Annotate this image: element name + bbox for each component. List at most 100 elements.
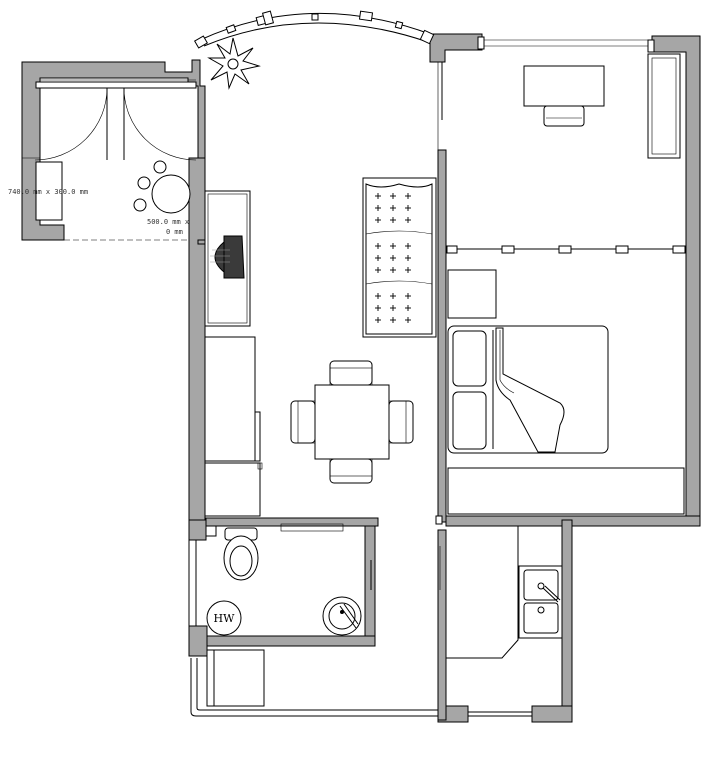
window-sill [35,81,197,89]
chair-seat [329,458,373,477]
pipe-outer [190,658,438,717]
shower-tap [339,605,357,629]
kitchen-counter [446,526,519,659]
stool [137,176,151,190]
divider-post [558,245,572,254]
sofa-cushion-divider [365,280,433,285]
bathroom-window [280,523,344,532]
chair-seat [297,400,316,444]
living-room [204,62,443,525]
blanket-fold [499,330,515,394]
tv-back [214,240,225,274]
utility-west-wall [188,625,208,657]
pillow [452,391,487,450]
pipe-box [205,525,217,537]
dining-set [290,360,414,484]
shower-drain-icon [322,596,362,636]
sofa-tufting [375,193,411,323]
wardrobe [647,53,681,159]
tv-icon [210,235,245,279]
bay-window-inner [203,22,429,47]
shoe-cabinet [204,462,261,517]
pipe-lines [188,540,532,717]
window-mullion [225,24,237,34]
plant-icon [207,37,261,90]
water-heater-tank [206,600,242,636]
sink [518,565,563,639]
sofa [362,177,437,338]
sink-bowl-2 [523,602,559,634]
drain [537,582,545,590]
kitchen-south-wall-right [531,705,573,723]
faucet [544,585,561,601]
kitchen [439,526,563,659]
water-heater-label: HW [214,612,236,625]
window-mullion [358,10,374,22]
storage-cabinet [204,336,256,462]
drain [340,610,344,614]
pillow [452,330,487,387]
chair-seat [329,367,373,386]
balcony: 740.0 mm x 300.0 mm 500.0 mm x 0 mm [8,87,205,241]
long-cabinet [447,467,685,515]
balcony-window [35,79,197,89]
pipe-inner [196,658,438,711]
washing-machine [206,649,265,707]
desk-chair [543,105,585,127]
door-swing-left [34,87,108,161]
bedroom-south-wall [445,515,701,527]
stool [133,198,147,212]
kitchen-east-wall [561,519,573,723]
cabinet-handle [254,411,261,462]
drain [537,606,545,614]
nightstand [447,269,497,319]
window-mullion [311,13,319,21]
dining-chair-south [329,458,373,484]
center-partition-wall [437,149,447,523]
balcony-dimension-label: 740.0 mm x 300.0 mm [8,188,88,196]
door-swing-right [123,87,197,161]
plant-pot [227,58,239,70]
faucet [542,587,559,603]
chair-seat [388,400,407,444]
desk [523,65,605,107]
window-frame [647,39,655,53]
bay-window [193,10,435,49]
bed-blanket [495,327,565,453]
bathroom-south-wall [205,635,376,647]
stool [153,160,167,174]
cabinet-knob [257,462,263,470]
shower-inner [328,602,356,630]
bedroom [446,53,686,515]
dining-chair-west [290,400,316,444]
window-mullion [193,35,209,49]
round-table [151,174,191,214]
sofa-cushion-divider [365,230,433,235]
bathroom-north-wall-left [188,519,207,541]
divider-post [446,245,458,254]
kitchen-west-wall [437,529,447,721]
wardrobe-door [651,57,677,155]
window-frame [477,36,485,50]
divider-post [501,245,515,254]
bathroom-east-wall [364,525,376,645]
window-mullion [394,20,404,30]
shower-tap [343,603,359,625]
bathroom: HW [205,523,372,707]
water-heater: HW [206,600,242,636]
table-dimension-label-2: 0 mm [166,228,183,236]
window-mullion [261,10,275,26]
dining-chair-east [388,400,414,444]
sofa-seat [365,183,433,335]
balcony-bench [35,161,63,221]
bed [447,325,609,454]
bathroom-north-wall [205,517,379,527]
bedroom-window [477,36,655,53]
toilet-seat [229,545,253,577]
tv-body [223,235,245,279]
window-mullion [419,29,435,45]
divider-post [672,245,686,254]
toilet [223,527,259,581]
table-dimension-label: 500.0 mm x [147,218,189,226]
